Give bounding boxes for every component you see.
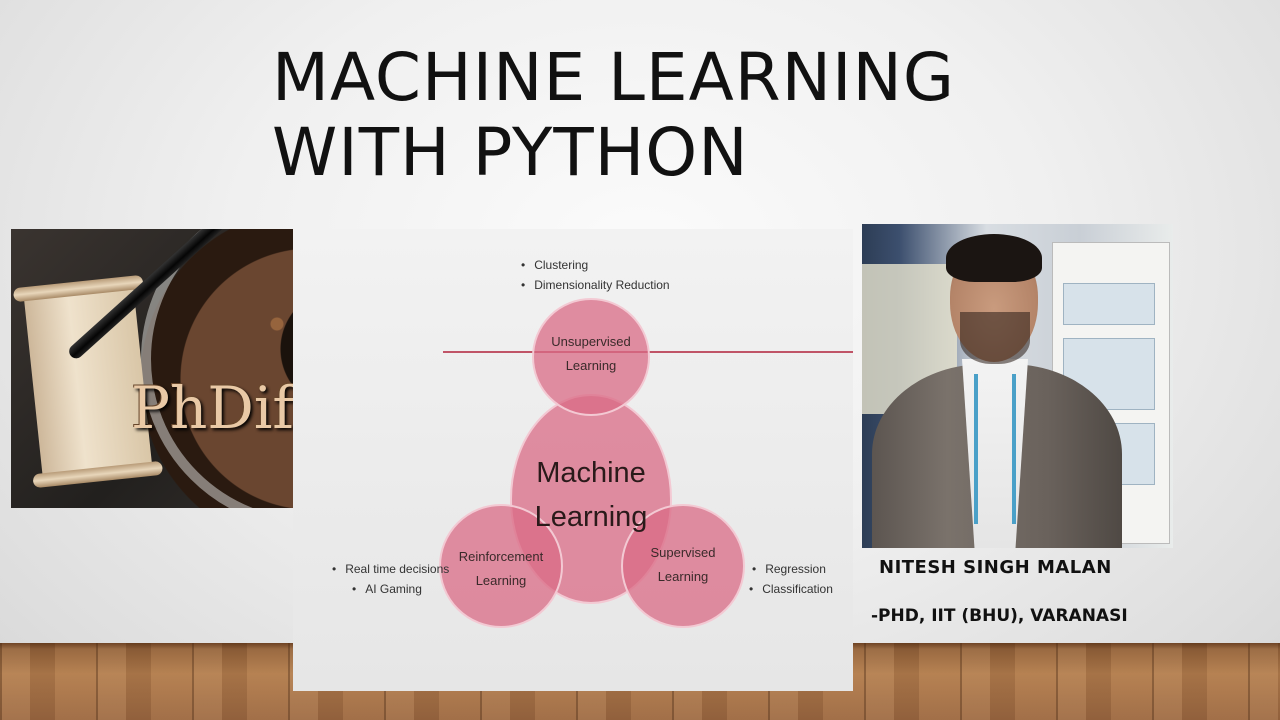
presenter-lanyard	[974, 374, 1016, 524]
bullet-real-time-decisions: Real time decisions	[332, 559, 449, 579]
unsupervised-label: Unsupervised Learning	[551, 334, 631, 373]
ml-types-diagram: Clustering Dimensionality Reduction Unsu…	[293, 229, 853, 691]
supervised-bullets: Regression Classification	[749, 559, 833, 599]
presenter-hair	[946, 234, 1042, 282]
bullet-clustering: Clustering	[521, 255, 670, 275]
supervised-circle	[621, 504, 745, 628]
presenter-shirt	[962, 359, 1028, 548]
supervised-label: Supervised Learning	[650, 545, 716, 584]
presenter-beard	[960, 312, 1030, 364]
slide-title-line-2: WITH PYTHON	[272, 114, 749, 191]
presenter-name: NITESH SINGH MALAN	[879, 557, 1112, 578]
slide-title: MACHINE LEARNING WITH PYTHON	[272, 40, 955, 190]
coffee-cup-rim	[141, 229, 442, 508]
bullet-ai-gaming: AI Gaming	[332, 579, 449, 599]
reinforcement-label: Reinforcement Learning	[458, 549, 544, 588]
machine-learning-label: Machine Learning	[534, 457, 648, 533]
presenter-photo	[862, 224, 1173, 548]
presenter-affiliation: -PHD, IIT (BHU), VARANASI	[871, 606, 1128, 626]
unsupervised-circle	[532, 298, 650, 416]
bullet-regression: Regression	[749, 559, 833, 579]
slide-title-line-1: MACHINE LEARNING	[272, 39, 955, 116]
unsupervised-bullets: Clustering Dimensionality Reduction	[521, 255, 670, 295]
reinforcement-bullets: Real time decisions AI Gaming	[332, 559, 449, 599]
bullet-classification: Classification	[749, 579, 833, 599]
bullet-dimensionality-reduction: Dimensionality Reduction	[521, 275, 669, 295]
diagram-graphic	[439, 298, 853, 628]
